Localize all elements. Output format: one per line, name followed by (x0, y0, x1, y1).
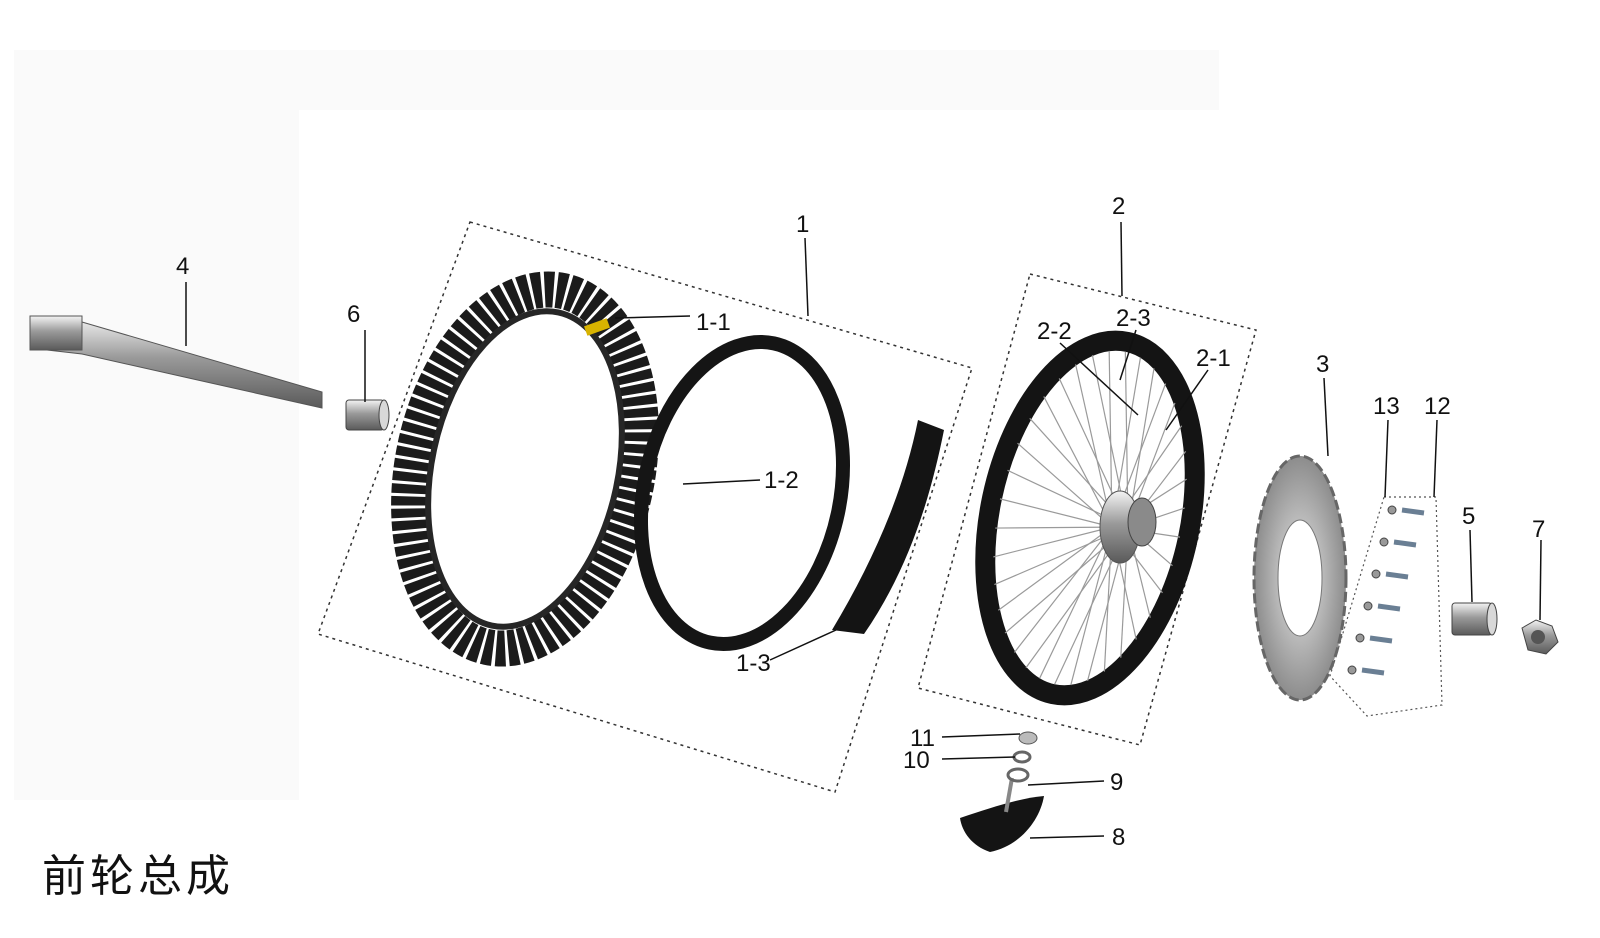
label-12: 12 (1424, 393, 1451, 420)
spoke-line (1043, 396, 1113, 528)
label-2-1: 2-1 (1196, 345, 1231, 372)
callout-labels: 4 6 1 1-1 1-2 1-3 2 2-2 2-3 2-1 3 13 12 … (176, 193, 1545, 851)
disc-bolt (1385, 571, 1409, 580)
label-7: 7 (1532, 516, 1545, 543)
spoke-line (1075, 364, 1113, 528)
disc-bolt (1393, 539, 1417, 548)
spoke-line (997, 526, 1113, 611)
background-panel (14, 110, 299, 800)
rim-strip (832, 420, 944, 634)
spoke-line (999, 498, 1113, 528)
axle-nut (1521, 619, 1559, 655)
label-10: 10 (903, 747, 930, 774)
washer-9 (1006, 767, 1030, 783)
disc-washer (1363, 601, 1373, 611)
label-13: 13 (1373, 393, 1400, 420)
group-box-1 (317, 221, 973, 793)
disc-washer (1371, 569, 1381, 579)
label-8: 8 (1112, 824, 1125, 851)
label-1-1: 1-1 (696, 309, 731, 336)
disc-washer (1379, 537, 1389, 547)
disc-bolt (1361, 667, 1385, 676)
label-2: 2 (1112, 193, 1125, 220)
tire (391, 271, 659, 667)
disc-bolts (1347, 505, 1425, 676)
spacer-right (1451, 602, 1498, 636)
label-5: 5 (1462, 503, 1475, 530)
label-1-2: 1-2 (764, 467, 799, 494)
label-1-3: 1-3 (736, 650, 771, 677)
group-box-bolts (1329, 496, 1443, 717)
nut-11 (1018, 731, 1038, 745)
label-2-3: 2-3 (1116, 305, 1151, 332)
axle (29, 315, 323, 409)
washer-10 (1012, 750, 1032, 764)
inner-tube (634, 334, 850, 652)
spoke-line (993, 526, 1113, 558)
spoke-line (1039, 526, 1113, 679)
spoke-line (1013, 526, 1113, 653)
disc-bolt (1369, 635, 1393, 644)
label-3: 3 (1316, 351, 1329, 378)
wheel (975, 330, 1205, 706)
spacer-left (345, 399, 390, 431)
disc-washer (1347, 665, 1357, 675)
brake-disc (1252, 454, 1348, 702)
label-2-2: 2-2 (1037, 318, 1072, 345)
rim-lock (960, 777, 1044, 852)
background-panel (14, 50, 1219, 110)
group-box-2 (917, 273, 1257, 746)
disc-bolt (1377, 603, 1401, 612)
disc-washer (1387, 505, 1397, 515)
label-9: 9 (1110, 769, 1123, 796)
label-4: 4 (176, 253, 189, 280)
label-6: 6 (347, 301, 360, 328)
disc-bolt (1401, 507, 1425, 516)
leader-lines (185, 221, 1542, 839)
disc-washer (1355, 633, 1365, 643)
label-1: 1 (796, 211, 809, 238)
spoke-line (1017, 442, 1113, 528)
label-11: 11 (910, 725, 935, 752)
diagram-title: 前轮总成 (42, 851, 234, 902)
